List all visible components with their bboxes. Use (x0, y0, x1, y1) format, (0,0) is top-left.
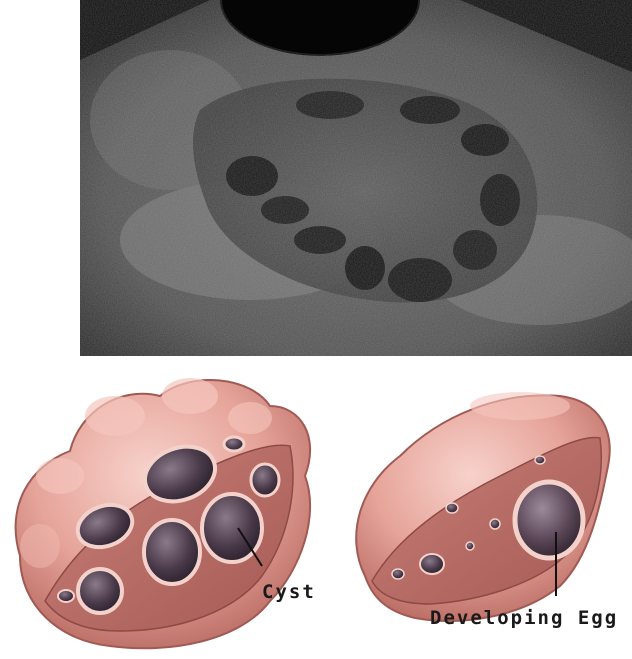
small-follicle (392, 569, 404, 579)
ultrasound-image (80, 0, 632, 356)
small-follicle (466, 542, 474, 550)
surface-bump (36, 458, 84, 494)
small-follicle (535, 456, 545, 464)
developing-egg (515, 482, 583, 558)
developing-egg-label: Developing Egg (430, 607, 618, 629)
surface-highlight (470, 392, 570, 420)
cyst (58, 590, 74, 602)
cyst (144, 520, 200, 584)
polycystic-ovary (16, 378, 311, 648)
cyst (251, 464, 279, 496)
surface-bump (162, 378, 218, 414)
surface-bump (228, 402, 272, 434)
cyst (224, 437, 244, 451)
cyst-label: Cyst (262, 581, 316, 603)
cyst (78, 569, 122, 613)
small-follicle (446, 503, 458, 513)
surface-bump (20, 524, 60, 568)
surface-bump (85, 396, 145, 436)
normal-ovary (356, 392, 609, 621)
speckle-texture (80, 0, 632, 356)
ultrasound-graphic (80, 0, 632, 356)
small-follicle (490, 519, 500, 529)
small-follicle (420, 554, 444, 574)
